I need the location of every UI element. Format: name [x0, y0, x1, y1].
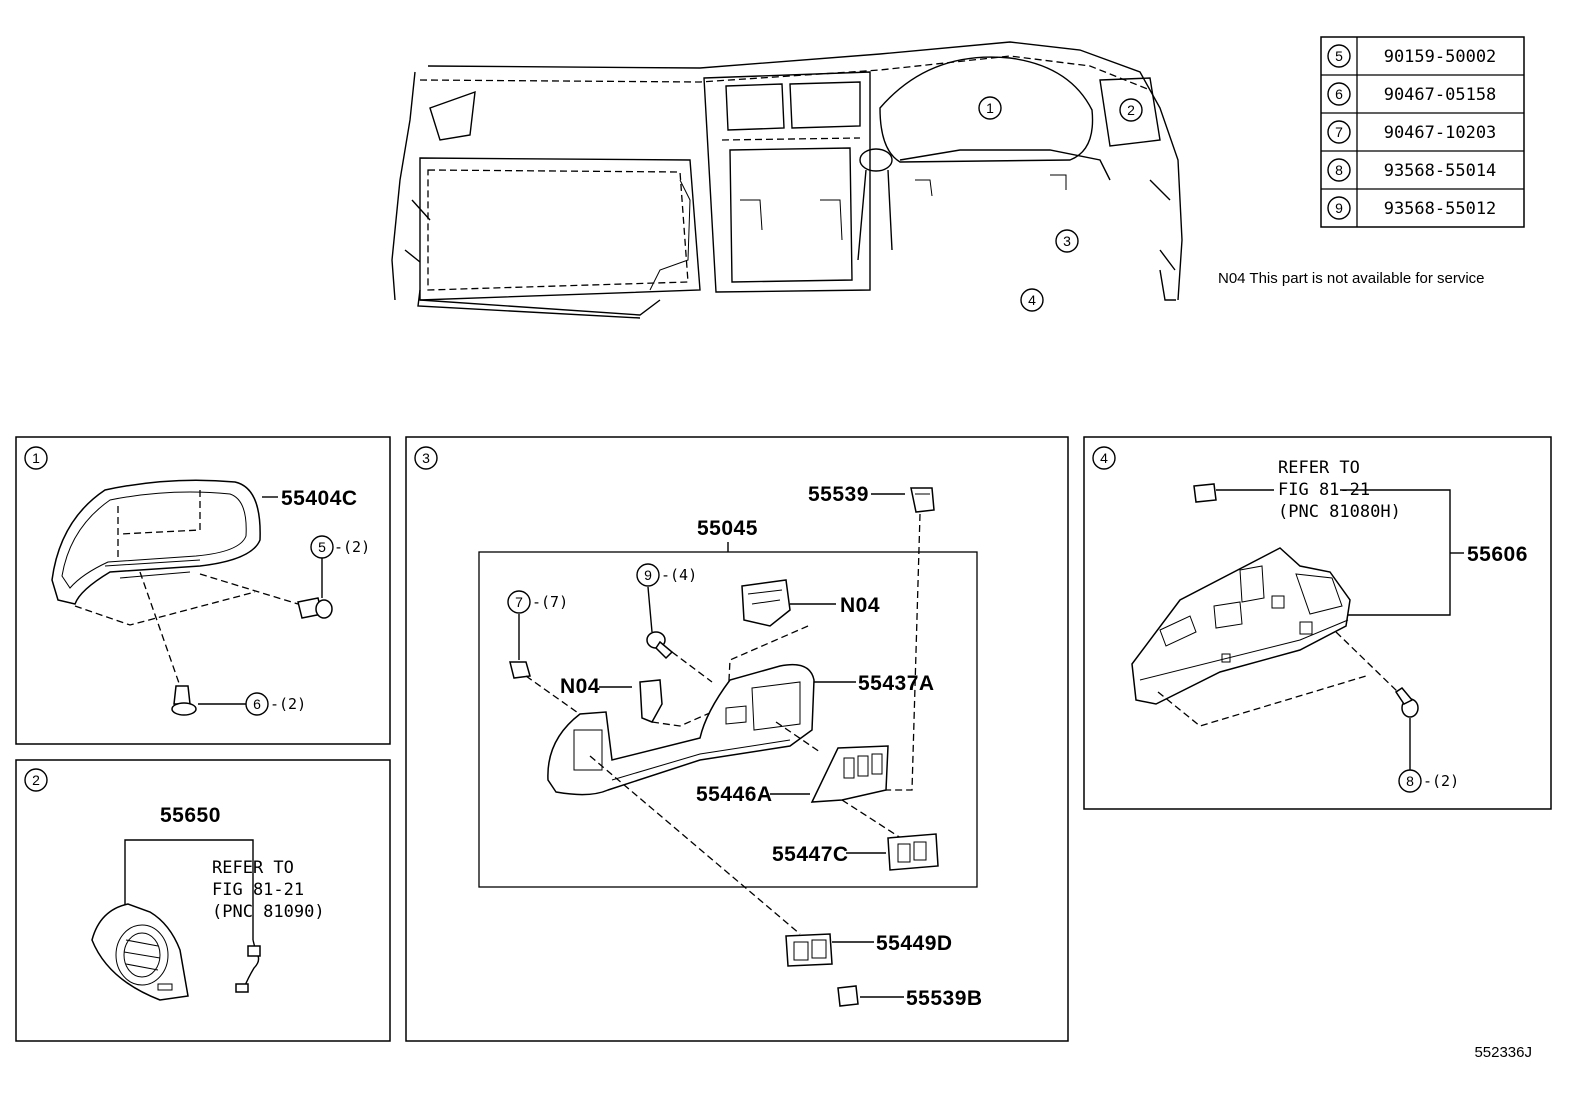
screw-9	[646, 631, 674, 660]
clip-6	[171, 685, 197, 716]
screw-5	[297, 597, 333, 619]
refer-line-1: REFER TO	[1278, 458, 1360, 478]
panel-1: 1 55404C 5 -(2) 6 -(2)	[15, 436, 391, 745]
center-cluster-panel	[547, 663, 815, 796]
part-label-55045: 55045	[697, 517, 758, 540]
clip-connector	[1193, 483, 1217, 503]
fastener-9-qty: -(4)	[661, 566, 697, 584]
panel-4: 4 REFER TO FIG 81-21 (PNC 81080H) 55606	[1083, 436, 1552, 810]
refer-line-1: REFER TO	[212, 858, 294, 878]
panel-2-index: 2	[32, 772, 40, 788]
cover-55447C	[887, 833, 939, 871]
connector-wire	[235, 939, 261, 993]
panel-4-index: 4	[1100, 450, 1108, 466]
screw-8	[1394, 687, 1419, 718]
part-label-55404C: 55404C	[281, 487, 358, 510]
part-label-55606: 55606	[1467, 543, 1528, 566]
cover-55449D	[785, 933, 833, 967]
fastener-9-index: 9	[644, 567, 652, 583]
table-row-index: 5	[1335, 48, 1343, 64]
overview-callouts: 1 2 3 4	[978, 96, 1143, 312]
table-row-part: 90467-10203	[1384, 123, 1497, 143]
part-label-n04-b: N04	[560, 675, 600, 698]
clip-55539B	[837, 985, 859, 1007]
overview-callout-1: 1	[986, 100, 994, 116]
table-row-index: 6	[1335, 86, 1343, 102]
overview-callout-2: 2	[1127, 102, 1135, 118]
panel-2: 2 55650 REFER TO FIG 81-21 (PNC 81090)	[15, 759, 391, 1042]
fastener-6-index: 6	[253, 696, 261, 712]
clip-55539	[910, 487, 935, 513]
panel-3: 3 55045 55539 9 -(4) 7 -(7)	[405, 436, 1069, 1042]
table-row-index: 9	[1335, 200, 1343, 216]
fastener-8-qty: -(2)	[1423, 772, 1459, 790]
table-row-part: 93568-55014	[1384, 161, 1497, 181]
side-register-part	[91, 903, 189, 1001]
part-label-n04-a: N04	[840, 594, 880, 617]
table-row-index: 7	[1335, 124, 1343, 140]
fastener-5-qty: -(2)	[334, 538, 370, 556]
table-row-part: 90159-50002	[1384, 47, 1497, 67]
panel-1-index: 1	[32, 450, 40, 466]
fastener-7-qty: -(7)	[532, 593, 568, 611]
diagram-code: 552336J	[1474, 1044, 1532, 1061]
dashboard-overview-drawing	[391, 41, 1183, 319]
overview-callout-3: 3	[1063, 233, 1071, 249]
fastener-7-index: 7	[515, 594, 523, 610]
overview-callout-4: 4	[1028, 292, 1036, 308]
table-row-part: 93568-55012	[1384, 199, 1497, 219]
switch-n04	[741, 579, 791, 627]
fastener-8-index: 8	[1406, 773, 1414, 789]
table-row-part: 90467-05158	[1384, 85, 1497, 105]
meter-hood-part	[51, 479, 299, 687]
lower-panel-part	[1131, 547, 1351, 705]
bracket-n04	[639, 679, 663, 723]
fastener-6-qty: -(2)	[270, 695, 306, 713]
part-label-55447C: 55447C	[772, 843, 849, 866]
refer-line-3: (PNC 81090)	[212, 902, 325, 922]
part-label-55650: 55650	[160, 804, 221, 827]
switch-base-55446A	[810, 745, 889, 803]
refer-line-3: (PNC 81080H)	[1278, 502, 1401, 522]
part-label-55539B: 55539B	[906, 987, 983, 1010]
fastener-5-index: 5	[318, 539, 326, 555]
part-label-55437A: 55437A	[858, 672, 935, 695]
part-label-55449D: 55449D	[876, 932, 953, 955]
clip-7	[509, 661, 531, 679]
table-row-index: 8	[1335, 162, 1343, 178]
service-note: N04 This part is not available for servi…	[1218, 270, 1485, 287]
part-number-table: 5 90159-50002 6 90467-05158 7 90467-1020…	[1320, 36, 1525, 228]
refer-line-2: FIG 81-21	[212, 880, 304, 900]
part-label-55446A: 55446A	[696, 783, 773, 806]
panel-3-index: 3	[422, 450, 430, 466]
refer-line-2: FIG 81-21	[1278, 480, 1370, 500]
part-label-55539: 55539	[808, 483, 869, 506]
